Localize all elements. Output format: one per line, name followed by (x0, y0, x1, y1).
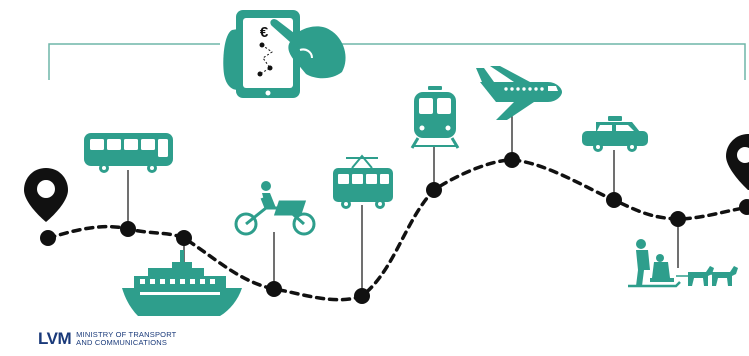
logo-line-1: MINISTRY OF TRANSPORT (76, 329, 177, 339)
route-stop (266, 281, 282, 297)
logo-line-2: AND COMMUNICATIONS (76, 337, 168, 347)
bracket (48, 43, 746, 80)
airplane-icon (476, 66, 562, 120)
location-pin-icon (726, 134, 749, 190)
smartphone-route-icon: € (223, 10, 346, 98)
train-icon (410, 86, 460, 149)
ship-icon (122, 250, 242, 316)
route-stop (504, 152, 520, 168)
route-stop (354, 288, 370, 304)
route-stop (670, 211, 686, 227)
route-stop (426, 182, 442, 198)
taxi-icon (582, 116, 648, 152)
route-stop (40, 230, 56, 246)
route-stop (176, 230, 192, 246)
currency-symbol: € (260, 24, 269, 41)
route-stop (120, 221, 136, 237)
route-stops (40, 152, 749, 304)
route-line (46, 158, 749, 302)
cargo-bike-icon (234, 181, 316, 236)
route-stop (606, 192, 622, 208)
dog-sled-icon (628, 239, 738, 288)
logo-text: MINISTRY OF TRANSPORT AND COMMUNICATIONS (76, 329, 177, 347)
tram-icon (333, 154, 393, 209)
logo-mark: LVM (38, 329, 72, 348)
route-stop (739, 199, 749, 215)
bus-icon (84, 133, 173, 173)
ministry-logo: LVM MINISTRY OF TRANSPORT AND COMMUNICAT… (38, 330, 176, 347)
location-pin-icon (24, 168, 68, 222)
